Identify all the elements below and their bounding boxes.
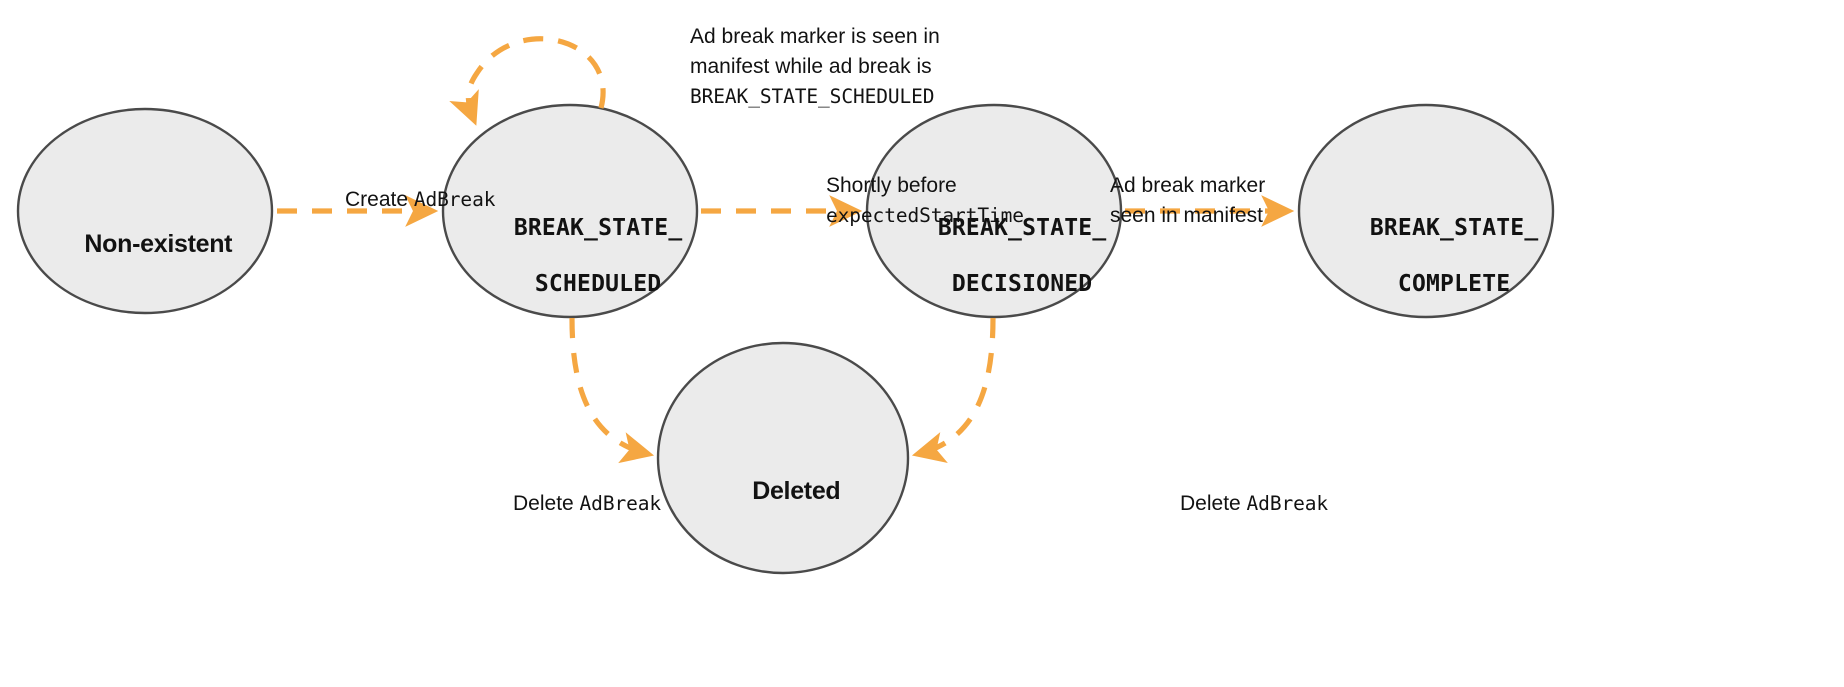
node-break-state-scheduled[interactable]	[441, 103, 699, 319]
node-break-state-complete[interactable]	[1297, 103, 1555, 319]
node-non-existent[interactable]	[16, 107, 274, 315]
edge-scheduled-to-deleted[interactable]	[569, 317, 655, 464]
edge-scheduled-self-loop[interactable]	[449, 36, 606, 126]
edge-decisioned-to-deleted[interactable]	[911, 317, 996, 464]
node-break-state-decisioned[interactable]	[865, 103, 1123, 319]
node-deleted[interactable]	[656, 341, 910, 575]
